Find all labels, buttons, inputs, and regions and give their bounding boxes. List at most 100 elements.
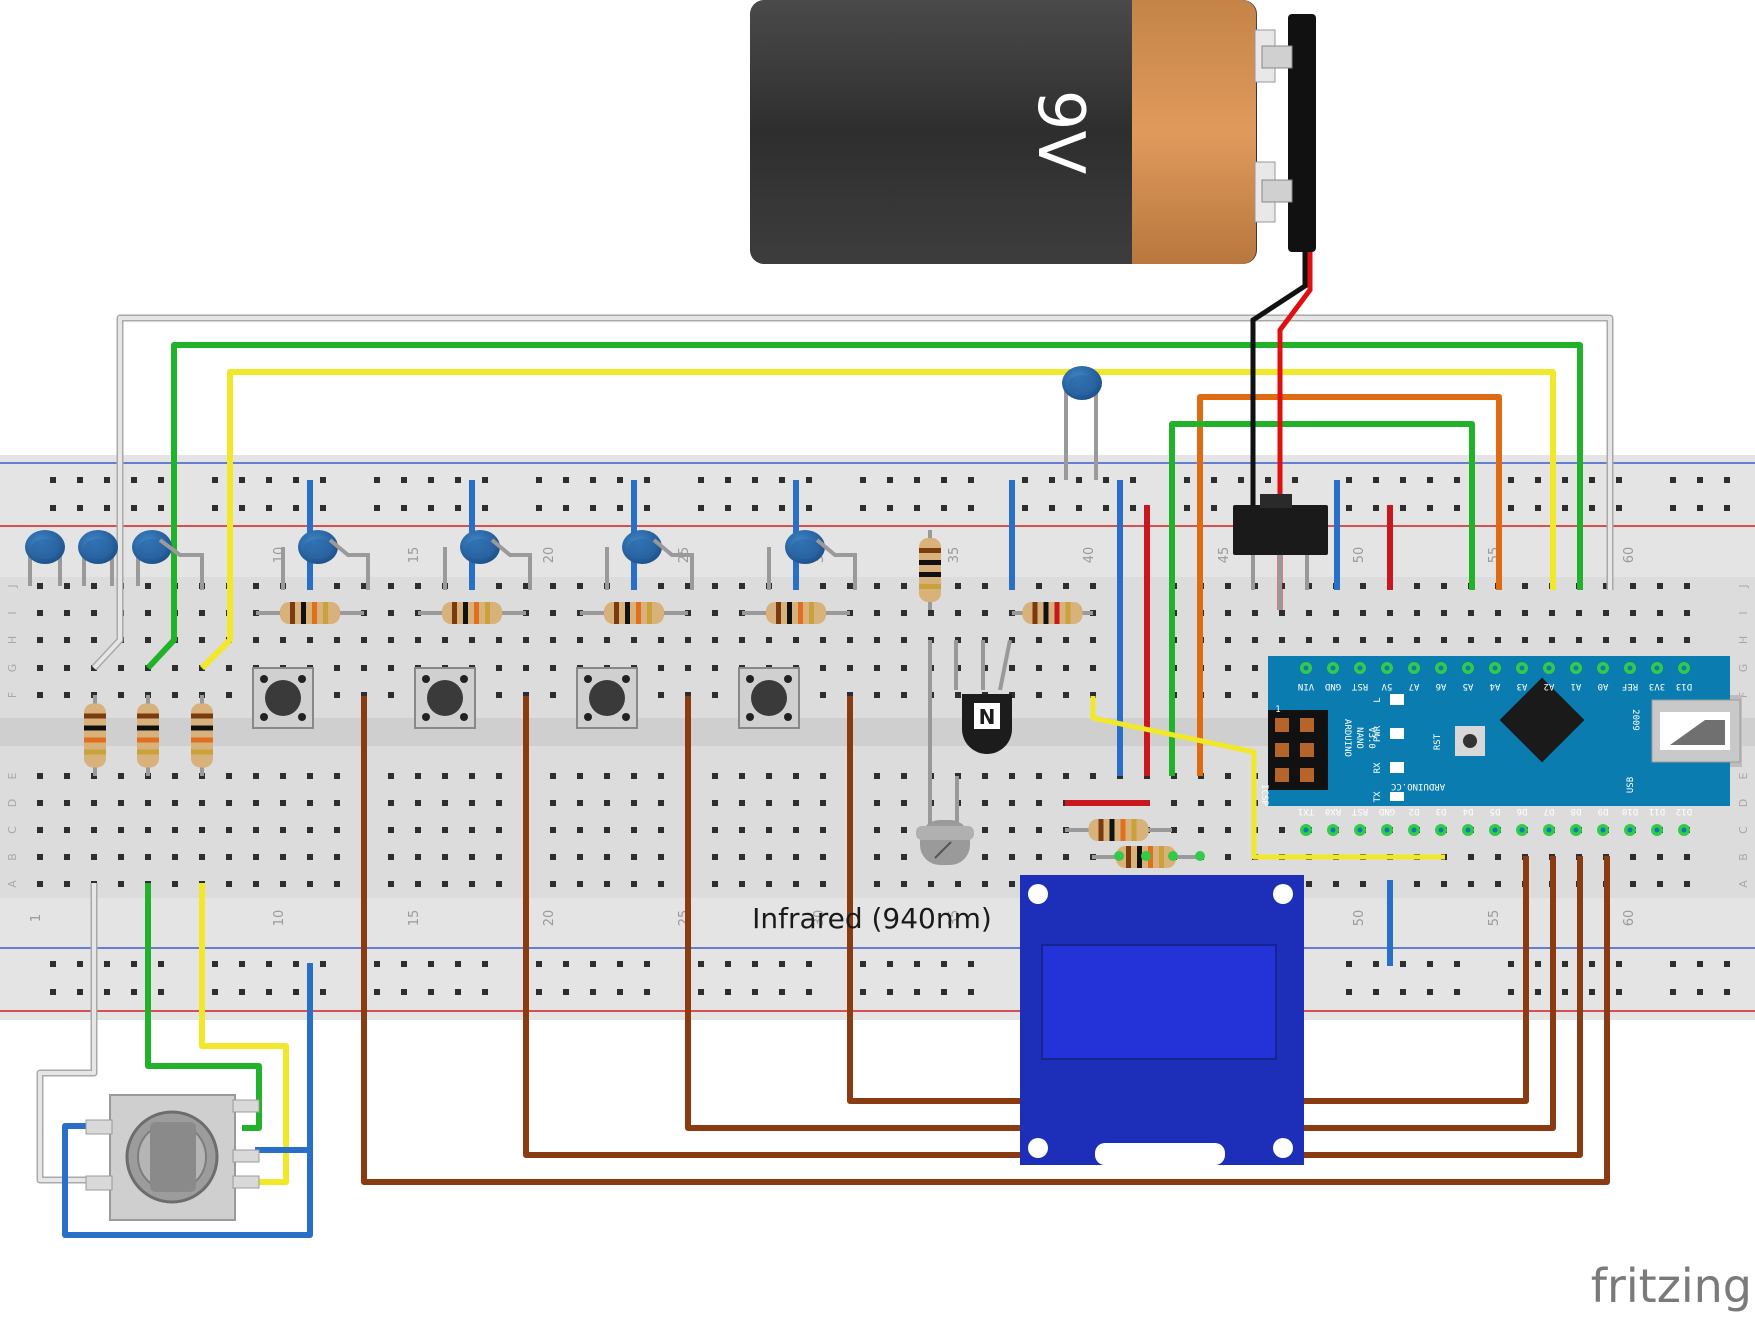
resistors (84, 530, 1200, 868)
nano-name: ARDUINO (1342, 719, 1352, 757)
ceramic-capacitor (767, 530, 825, 590)
push-button (576, 667, 638, 729)
power-rail-top (0, 455, 1755, 577)
column-number: 10 (272, 910, 287, 927)
nano-led-label: RX (1373, 762, 1383, 773)
column-number: 20 (542, 547, 557, 564)
ir-led-label: Infrared (940nm) (752, 902, 992, 935)
wire-blue-encoder (62, 963, 313, 1238)
nano-pin-label-bottom: D11 (1649, 806, 1665, 816)
column-number: 60 (1622, 547, 1637, 564)
nano-pin-label-bottom: D5 (1490, 806, 1501, 816)
nano-year: 2009 (1630, 709, 1640, 731)
rotary-encoder (85, 1094, 260, 1221)
nano-pin-label-bottom: D8 (1571, 806, 1582, 816)
nano-pin-label-top: 3V3 (1649, 681, 1665, 691)
wire-yellow-encoder (199, 883, 289, 1185)
column-number: 40 (1082, 547, 1097, 564)
nano-led-label: L (1373, 697, 1383, 702)
wire-yellow-top (199, 369, 1556, 671)
ceramic-capacitor (132, 530, 172, 586)
row-letter: G (1737, 664, 1750, 673)
row-letter: G (6, 664, 19, 673)
resistor (919, 530, 941, 610)
column-number: 15 (407, 547, 422, 564)
nano-icsp-label: ICSP (1259, 784, 1269, 806)
transistor-mark: N (979, 705, 996, 729)
nano-pin-label-bottom: D10 (1622, 806, 1638, 816)
wire-green-nano (1169, 421, 1475, 776)
push-button (738, 667, 800, 729)
wire-white-top (92, 316, 1612, 670)
row-letter: J (6, 584, 19, 588)
column-number: 45 (1217, 547, 1232, 564)
wires (36, 252, 1614, 1238)
nano-pin-label-top: A1 (1571, 681, 1582, 691)
column-number: 50 (1352, 547, 1367, 564)
oled-display (1020, 851, 1304, 1165)
nano-pin-label-bottom: RX0 (1325, 806, 1341, 816)
battery-copper (1132, 0, 1256, 264)
resistor (1012, 602, 1093, 624)
row-letter: J (1737, 584, 1750, 588)
row-letter: C (1737, 826, 1750, 834)
nano-name: NANO (1354, 727, 1364, 749)
oled-screen (1041, 944, 1277, 1060)
ceramic-capacitor (443, 530, 500, 590)
row-letter: H (1737, 636, 1750, 644)
row-letter: H (6, 636, 19, 644)
row-letter: A (1737, 880, 1750, 888)
push-button (252, 667, 314, 729)
battery-clip (1288, 14, 1316, 252)
nano-pin-label-bottom: D4 (1463, 806, 1474, 816)
nano-pin-label-top: D13 (1676, 681, 1692, 691)
nano-pin-label-bottom: D12 (1676, 806, 1692, 816)
wire-battery-black (1250, 252, 1308, 505)
resistor (191, 695, 213, 776)
wire-green-encoder (145, 883, 262, 1131)
nano-pin-label-top: A2 (1544, 681, 1555, 691)
ceramic-capacitor (605, 530, 662, 590)
column-number: 35 (947, 547, 962, 564)
wire-battery-red (1277, 252, 1313, 610)
nano-icsp-pin1: 1 (1275, 705, 1280, 715)
nano-pin-label-top: A6 (1436, 681, 1447, 691)
push-button (414, 667, 476, 729)
battery-body (750, 0, 1257, 264)
nano-pin-label-top: RST (1351, 681, 1368, 691)
column-number: 60 (1622, 910, 1637, 927)
wire-orange (1197, 394, 1502, 776)
resistor (256, 602, 364, 624)
column-number: 1 (29, 914, 44, 922)
column-number: 20 (542, 910, 557, 927)
row-letter: D (6, 799, 19, 807)
nano-pin-label-bottom: D6 (1517, 806, 1528, 816)
nano-pin-label-top: REF (1622, 681, 1638, 691)
capacitors (25, 366, 1102, 590)
row-letter: F (6, 692, 19, 698)
resistor (137, 695, 159, 776)
ir-led (916, 640, 974, 865)
nano-pin-label-bottom: D7 (1544, 806, 1555, 816)
nano-pin-label-bottom: TX1 (1298, 806, 1314, 816)
nano-pin-label-top: 5V (1381, 681, 1392, 691)
nano-pin-label-bottom: D3 (1436, 806, 1447, 816)
ceramic-capacitor (25, 530, 65, 586)
nano-pin-label-bottom: RST (1351, 806, 1368, 816)
nano-site: ARDUINO.CC (1391, 781, 1445, 791)
row-letter: A (6, 880, 19, 888)
nano-usb-label: USB (1626, 777, 1636, 793)
nano-pin-label-bottom: D2 (1409, 806, 1420, 816)
resistor (1065, 819, 1172, 841)
column-number: 30 (812, 910, 827, 927)
push-buttons (252, 667, 800, 729)
resistor (84, 695, 106, 776)
nano-rst-label: RST (1433, 733, 1443, 750)
row-letter: I (1737, 611, 1750, 614)
row-letter: E (1737, 772, 1750, 779)
column-number: 15 (407, 910, 422, 927)
nano-pin-label-top: A0 (1598, 681, 1609, 691)
wire-white-encoder (38, 883, 96, 1182)
fritzing-watermark: fritzing (1591, 1259, 1752, 1313)
